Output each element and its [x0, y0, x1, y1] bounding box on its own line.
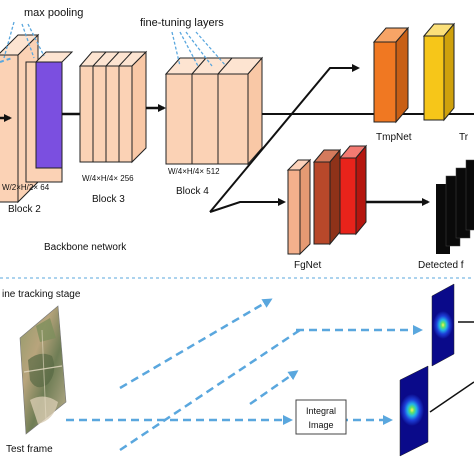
test-frame-label: Test frame: [6, 444, 53, 455]
tracking-dashed-top: [0, 57, 13, 63]
block-2: [0, 33, 74, 204]
fgnet-block: [286, 144, 368, 256]
heatmap-lower: [399, 365, 429, 457]
fine-tuning-label: fine-tuning layers: [140, 17, 224, 29]
heatmap-lower-link: [429, 381, 474, 413]
heatmap-upper: [431, 283, 455, 367]
block2-label: Block 2: [8, 204, 41, 215]
integral-label-line1: Integral: [306, 406, 336, 416]
fine-tuning-pointers: [171, 31, 227, 67]
block3-label: Block 3: [92, 194, 125, 205]
detected-features-stack: [436, 159, 474, 254]
max-pooling-layer: [25, 51, 74, 183]
test-frame-image: [19, 305, 67, 435]
tmpnet-block: [372, 22, 456, 124]
max-pooling-label: max pooling: [24, 7, 83, 19]
max-pooling-pointers: [3, 21, 45, 59]
backbone-label: Backbone network: [44, 242, 127, 253]
tracking-stage-label-partial: ine tracking stage: [2, 289, 81, 300]
detected-label-partial: Detected f: [418, 260, 464, 271]
block2-dims: W/2×H/2× 64: [2, 183, 50, 192]
fgnet-label: FgNet: [294, 260, 321, 271]
tmpnet-label: TmpNet: [376, 132, 412, 143]
block-3: [78, 50, 148, 164]
block-4: [164, 56, 264, 166]
block4-dims: W/4×H/4× 512: [168, 167, 220, 176]
integral-image-box: Integral Image: [295, 399, 347, 435]
tracking-dashed-arrows: [66, 298, 423, 452]
tr-label-partial: Tr: [459, 132, 469, 143]
block4-label: Block 4: [176, 186, 209, 197]
block3-dims: W/4×H/4× 256: [82, 174, 134, 183]
integral-label-line2: Image: [308, 420, 333, 430]
